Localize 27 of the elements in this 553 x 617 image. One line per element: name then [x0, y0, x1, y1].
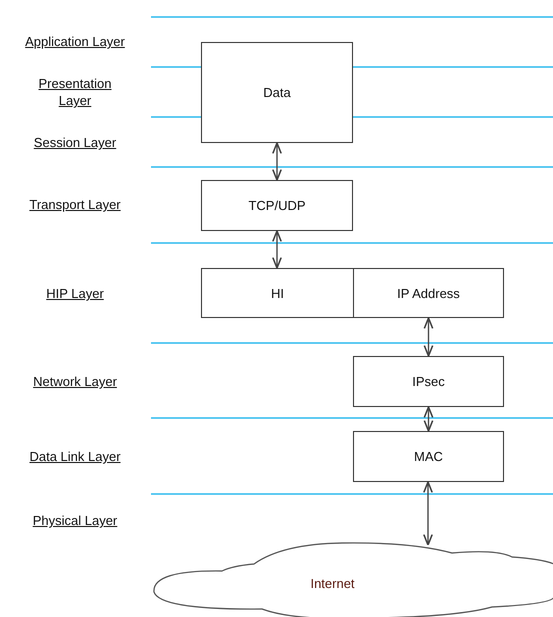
box-label: MAC	[414, 449, 443, 464]
layer-name: HIP Layer	[45, 285, 105, 302]
layer-name: Application Layer	[24, 33, 126, 50]
layer-name: Presentation Layer	[38, 75, 112, 109]
double-arrow	[424, 406, 434, 432]
box-label: IPsec	[412, 374, 445, 389]
box-label: TCP/UDP	[248, 198, 306, 213]
process-box	[353, 431, 504, 482]
double-arrow	[423, 481, 433, 546]
process-box	[353, 356, 504, 407]
layer-name: Physical Layer	[32, 512, 118, 529]
process-box	[353, 268, 504, 318]
box-label: HI	[271, 286, 284, 300]
layer-name: Data Link Layer	[28, 448, 122, 465]
layer-name: Network Layer	[32, 373, 118, 390]
cloud-shape	[152, 542, 553, 617]
double-arrow	[272, 230, 282, 269]
process-box	[201, 42, 353, 143]
double-arrow	[424, 317, 434, 357]
layer-name: Transport Layer	[28, 196, 122, 213]
cloud-label: Internet	[310, 576, 355, 591]
box-label: IP Address	[397, 286, 460, 300]
box-label: Data	[263, 85, 291, 100]
process-box	[201, 268, 354, 318]
process-box	[201, 180, 353, 231]
layer-name: Session Layer	[32, 134, 118, 151]
double-arrow	[272, 142, 282, 181]
